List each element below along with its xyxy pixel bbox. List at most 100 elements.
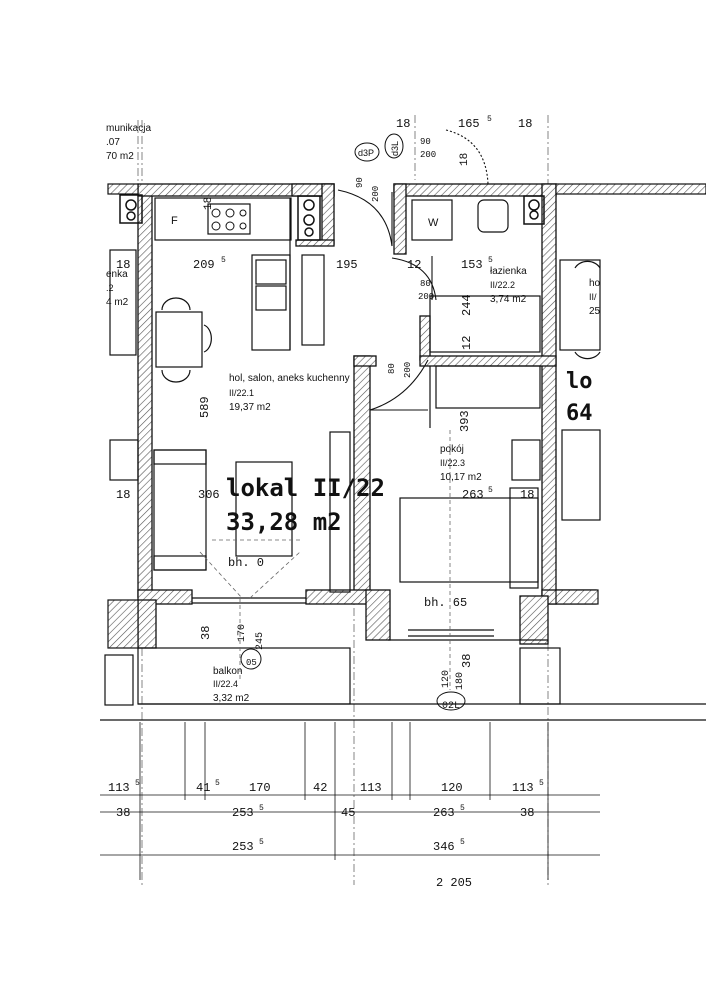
- washer-label: W: [428, 217, 439, 229]
- bedroom-door-width: 80: [387, 363, 397, 374]
- walls: [137, 183, 597, 649]
- bedroom-window-width: 120: [441, 670, 452, 688]
- dim-right-18: 18: [520, 488, 534, 502]
- entry-jamb-width: 90: [355, 177, 365, 188]
- dim-row2-0: 38: [116, 806, 130, 820]
- dim-top-165: 165: [458, 117, 480, 131]
- dim-living-589: 589: [198, 396, 212, 418]
- neighbor-unit-line1: lo: [566, 369, 593, 394]
- bedroom-furniture: [199, 430, 451, 690]
- dim-row2-4: 38: [520, 806, 534, 820]
- neighbor-corridor-area: 70 m2: [106, 151, 134, 162]
- entry-door-tag: d3P: [358, 148, 374, 158]
- neighbor-bath-name: enka: [106, 269, 128, 280]
- entry-jamb-height: 200: [371, 186, 381, 202]
- room-bedroom-area: 10,17 m2: [440, 472, 482, 483]
- dim-width-306: 306: [198, 488, 220, 502]
- dim-bath-244: 244: [460, 294, 474, 316]
- bath-door-width: 80: [420, 279, 431, 289]
- neighbor-corridor-code: .07: [106, 137, 120, 148]
- dim-bath-width: 153: [461, 258, 483, 272]
- dim-kitchen-depth: 18: [203, 197, 215, 210]
- dim-bath-width-sup: 5: [488, 256, 493, 265]
- dim-bath-12: 12: [460, 336, 474, 350]
- room-bath-name: łazienka: [490, 266, 527, 277]
- neighbor-room-code: II/: [589, 292, 597, 302]
- door-tags: [240, 133, 466, 711]
- neighbor-corridor-name: munikacja: [106, 123, 151, 134]
- dim-bedroom-38: 38: [460, 654, 474, 668]
- dim-row1-4: 113: [360, 781, 382, 795]
- stove-icon: [211, 208, 247, 231]
- dim-left-18a: 18: [116, 258, 130, 272]
- bedroom-window-tag: 02L: [442, 701, 460, 712]
- dim-row1-2: 170: [249, 781, 271, 795]
- dim-row2-1: 253: [232, 806, 254, 820]
- fridge-label: F: [171, 215, 178, 227]
- entry-18: 18: [459, 153, 471, 166]
- dim-row1-5: 120: [441, 781, 463, 795]
- entry-door-width: 90: [420, 137, 431, 147]
- dim-row1-1: 41: [196, 781, 210, 795]
- room-living-code: II/22.1: [229, 388, 254, 398]
- dim-top-165-sup: 5: [487, 115, 492, 124]
- dim-row1-1-sup: 5: [215, 779, 220, 788]
- room-balcony-area: 3,32 m2: [213, 693, 250, 704]
- room-balcony-code: II/22.4: [213, 679, 238, 689]
- dim-bedroom-263: 263: [462, 488, 484, 502]
- labels: lokal II/22 33,28 m2 hol, salon, aneks k…: [106, 115, 601, 890]
- bath-door-height: 200: [418, 292, 434, 302]
- room-living-area: 19,37 m2: [229, 402, 271, 413]
- dim-row2-3: 263: [433, 806, 455, 820]
- dim-row1-6-sup: 5: [539, 779, 544, 788]
- dim-row3-0-sup: 5: [259, 838, 264, 847]
- dim-row1-0: 113: [108, 781, 130, 795]
- room-bath-code: II/22.2: [490, 280, 515, 290]
- balcony-door-tag: 05: [246, 658, 257, 668]
- neighbor-room-area: 25: [589, 306, 601, 317]
- balcony-door-width: 170: [237, 624, 248, 642]
- neighbor-unit-line2: 64: [566, 401, 593, 426]
- dim-row1-6: 113: [512, 781, 534, 795]
- unit-area: 33,28 m2: [226, 508, 342, 536]
- neighbor-bath-area: 4 m2: [106, 297, 129, 308]
- dim-row3-1: 346: [433, 840, 455, 854]
- dim-row3-0: 253: [232, 840, 254, 854]
- room-balcony-name: balkon: [213, 666, 242, 677]
- dim-balcony-38: 38: [199, 626, 213, 640]
- neighbor-bath-code: .2: [106, 283, 114, 293]
- bedroom-window-height: 180: [455, 672, 466, 690]
- unit-title: lokal II/22: [226, 474, 385, 502]
- room-outlines: [100, 197, 706, 721]
- dim-wall-12: 12: [407, 258, 421, 272]
- entry-door-height: 200: [420, 150, 436, 160]
- dining-chairs: [161, 260, 601, 383]
- room-bath-area: 3,74 m2: [490, 294, 527, 305]
- dim-row4: 2 205: [436, 876, 472, 890]
- dim-row3-1-sup: 5: [460, 838, 465, 847]
- living-sill-label: bh. 0: [228, 556, 264, 570]
- dim-row2-3-sup: 5: [460, 804, 465, 813]
- dim-kitchen: 195: [336, 258, 358, 272]
- room-bedroom-code: II/22.3: [440, 458, 465, 468]
- dimension-lines: [100, 722, 600, 880]
- dim-top-18a: 18: [396, 117, 410, 131]
- vent-shafts: [119, 194, 545, 241]
- bedroom-door-height: 200: [403, 362, 413, 378]
- room-living-name: hol, salon, aneks kuchenny: [229, 373, 350, 384]
- dim-bedroom-263-sup: 5: [488, 486, 493, 495]
- bedroom-sill-label: bh. 65: [424, 596, 467, 610]
- dim-top-18b: 18: [518, 117, 532, 131]
- dim-row2-2: 45: [341, 806, 355, 820]
- dim-left-18b: 18: [116, 488, 130, 502]
- neighbor-walls: [107, 183, 706, 649]
- bath-door-tag: d3L: [390, 141, 400, 156]
- dim-bedroom-393: 393: [458, 410, 472, 432]
- dim-row1-0-sup: 5: [135, 779, 140, 788]
- dim-row1-3: 42: [313, 781, 327, 795]
- room-bedroom-name: pokój: [440, 444, 464, 455]
- dim-row2-1-sup: 5: [259, 804, 264, 813]
- door-swings: [337, 129, 489, 411]
- dim-living-width-sup: 5: [221, 256, 226, 265]
